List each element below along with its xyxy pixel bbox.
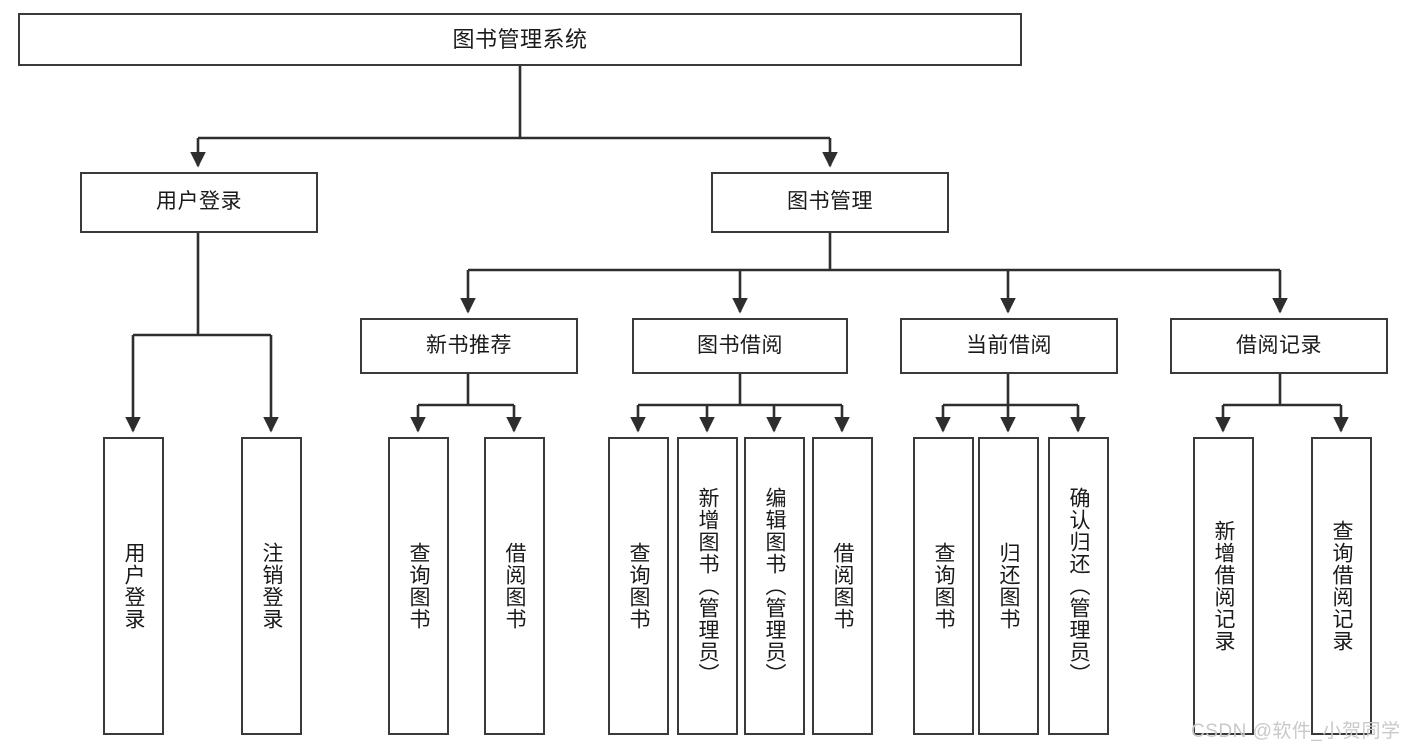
node-label: 注销登录 (260, 542, 283, 630)
node-label: 图书管理 (787, 190, 873, 214)
leaf-book-borrow-edit[interactable]: 编辑图书（管理员） (744, 437, 805, 735)
node-label: 归还图书 (997, 542, 1020, 630)
node-label: 查询借阅记录 (1330, 520, 1353, 652)
node-label: 图书管理系统 (452, 26, 588, 52)
leaf-user-login-logout[interactable]: 注销登录 (241, 437, 302, 735)
node-label: 编辑图书（管理员） (763, 487, 786, 685)
node-current-borrow[interactable]: 当前借阅 (900, 318, 1118, 374)
leaf-borrow-record-add[interactable]: 新增借阅记录 (1193, 437, 1254, 735)
node-label: 借阅图书 (503, 542, 526, 630)
node-label: 查询图书 (407, 542, 430, 630)
leaf-book-borrow-query[interactable]: 查询图书 (608, 437, 669, 735)
node-label: 新增图书（管理员） (696, 487, 719, 685)
node-label: 查询图书 (627, 542, 650, 630)
leaf-new-book-borrow[interactable]: 借阅图书 (484, 437, 545, 735)
leaf-book-borrow-add[interactable]: 新增图书（管理员） (677, 437, 738, 735)
node-borrow-record[interactable]: 借阅记录 (1170, 318, 1388, 374)
node-root-system[interactable]: 图书管理系统 (18, 13, 1022, 66)
node-user-login[interactable]: 用户登录 (80, 172, 318, 233)
node-new-book-recommend[interactable]: 新书推荐 (360, 318, 578, 374)
node-label: 用户登录 (156, 190, 242, 214)
node-label: 借阅记录 (1236, 333, 1322, 357)
node-book-borrow[interactable]: 图书借阅 (632, 318, 848, 374)
node-label: 图书借阅 (697, 333, 783, 357)
node-label: 用户登录 (122, 542, 145, 630)
leaf-current-borrow-confirm-return[interactable]: 确认归还（管理员） (1048, 437, 1109, 735)
leaf-current-borrow-return[interactable]: 归还图书 (978, 437, 1039, 735)
node-label: 借阅图书 (831, 542, 854, 630)
leaf-book-borrow-borrow[interactable]: 借阅图书 (812, 437, 873, 735)
node-label: 新书推荐 (426, 333, 512, 357)
leaf-borrow-record-query[interactable]: 查询借阅记录 (1311, 437, 1372, 735)
node-book-management[interactable]: 图书管理 (711, 172, 949, 233)
node-label: 当前借阅 (966, 333, 1052, 357)
node-label: 确认归还（管理员） (1067, 487, 1090, 685)
leaf-new-book-query[interactable]: 查询图书 (388, 437, 449, 735)
leaf-current-borrow-query[interactable]: 查询图书 (913, 437, 974, 735)
leaf-user-login-login[interactable]: 用户登录 (103, 437, 164, 735)
node-label: 查询图书 (932, 542, 955, 630)
node-label: 新增借阅记录 (1212, 520, 1235, 652)
csdn-watermark: CSDN @软件_小贺同学 (1191, 721, 1401, 742)
